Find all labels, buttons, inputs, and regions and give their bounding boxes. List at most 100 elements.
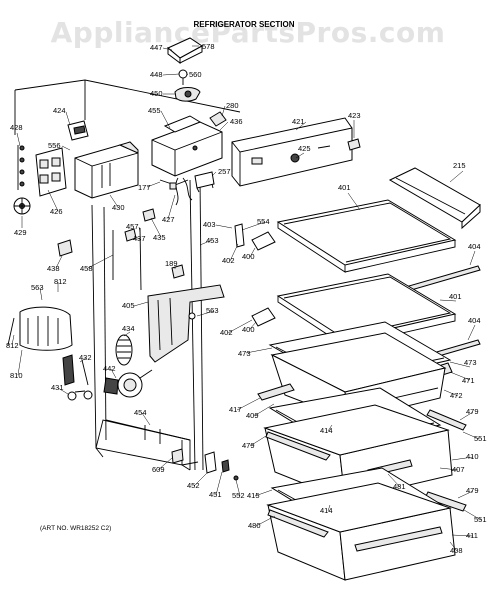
air-duct-405[interactable] <box>147 284 225 363</box>
callout-label[interactable]: 189 <box>165 259 178 268</box>
shelf-support-upper[interactable] <box>234 223 276 251</box>
callout-label[interactable]: 426 <box>50 207 63 216</box>
callout-label[interactable]: 455 <box>148 106 161 115</box>
callout-label[interactable]: 480 <box>248 521 261 530</box>
callout-label[interactable]: 551 <box>474 434 487 443</box>
callout-label[interactable]: 457 <box>126 222 139 231</box>
callout-label[interactable]: 215 <box>453 161 466 170</box>
callout-label[interactable]: 450 <box>150 89 163 98</box>
callout-label[interactable]: 410 <box>466 452 479 461</box>
callout-label[interactable]: 471 <box>462 376 475 385</box>
callout-label[interactable]: 479 <box>466 486 479 495</box>
light-socket-432[interactable] <box>62 354 75 386</box>
fan-blade-part-429[interactable] <box>13 197 31 215</box>
callout-label[interactable]: 560 <box>189 70 202 79</box>
callout-label[interactable]: 401 <box>338 183 351 192</box>
callout-label[interactable]: 451 <box>209 490 222 499</box>
callout-label[interactable]: 177 <box>138 183 151 192</box>
callout-label[interactable]: 427 <box>162 215 175 224</box>
drawer-rail-479-right[interactable] <box>426 409 467 431</box>
callout-label[interactable]: 428 <box>10 123 23 132</box>
heater-810[interactable] <box>7 306 73 351</box>
callout-label[interactable]: 424 <box>53 106 66 115</box>
callout-label[interactable]: 400 <box>242 252 255 261</box>
callout-label[interactable]: 414 <box>320 426 333 435</box>
crisper-pan-408[interactable] <box>266 482 456 581</box>
callout-label[interactable]: 280 <box>226 101 239 110</box>
bulb-part-431[interactable] <box>67 390 93 401</box>
vent-grille-434[interactable] <box>115 334 133 366</box>
callout-label[interactable]: 556 <box>48 141 61 150</box>
drawer-rail-417[interactable] <box>257 383 295 401</box>
door-bin-215[interactable] <box>388 167 481 230</box>
callout-label[interactable]: 405 <box>122 301 135 310</box>
callout-label[interactable]: 454 <box>134 408 147 417</box>
callout-label[interactable]: 402 <box>220 328 233 337</box>
callout-label[interactable]: 810 <box>10 371 23 380</box>
callout-label[interactable]: 401 <box>449 292 462 301</box>
screw-part-428[interactable] <box>17 145 25 190</box>
callout-label[interactable]: 436 <box>230 117 243 126</box>
callout-label[interactable]: 417 <box>229 405 242 414</box>
connector-part-437[interactable] <box>124 228 137 242</box>
hinge-parts[interactable] <box>204 451 239 481</box>
control-panel-421[interactable] <box>231 117 353 187</box>
switch-part-438[interactable] <box>57 239 73 257</box>
callout-label[interactable]: 423 <box>348 111 361 120</box>
callout-label[interactable]: 415 <box>247 491 260 500</box>
callout-label[interactable]: 414 <box>320 506 333 515</box>
callout-label[interactable]: 453 <box>206 236 219 245</box>
control-housing[interactable] <box>151 115 223 177</box>
callout-label[interactable]: 408 <box>450 546 463 555</box>
connector-part-435[interactable] <box>142 208 156 222</box>
callout-label[interactable]: 429 <box>14 228 27 237</box>
callout-label[interactable]: 473 <box>238 349 251 358</box>
callout-label[interactable]: 812 <box>6 341 19 350</box>
callout-label[interactable]: 452 <box>187 481 200 490</box>
fan-motor-442[interactable] <box>103 369 153 398</box>
thermostat-part-257[interactable] <box>194 171 215 193</box>
callout-label[interactable]: 438 <box>47 264 60 273</box>
callout-label[interactable]: 425 <box>298 144 311 153</box>
wire-harness[interactable] <box>159 177 193 206</box>
bracket-part-609[interactable] <box>171 448 184 464</box>
callout-label[interactable]: 400 <box>242 325 255 334</box>
callout-label[interactable]: 421 <box>292 117 305 126</box>
callout-label[interactable]: 563 <box>206 306 219 315</box>
glass-shelf-upper[interactable] <box>276 199 457 273</box>
callout-label[interactable]: 563 <box>31 283 44 292</box>
callout-label[interactable]: 448 <box>150 70 163 79</box>
callout-label[interactable]: 473 <box>464 358 477 367</box>
callout-label[interactable]: 442 <box>103 364 116 373</box>
watermark-text: AppliancePartsPros.com <box>51 16 446 49</box>
glass-shelf-lower[interactable] <box>276 273 457 347</box>
callout-label[interactable]: 434 <box>122 324 135 333</box>
callout-label[interactable]: 458 <box>80 264 93 273</box>
damper-assembly[interactable] <box>35 120 139 199</box>
callout-label[interactable]: 552 <box>232 491 245 500</box>
callout-label[interactable]: 257 <box>218 167 231 176</box>
callout-label[interactable]: 404 <box>468 242 481 251</box>
callout-label[interactable]: 447 <box>150 43 163 52</box>
control-knob-assembly[interactable] <box>167 37 203 102</box>
callout-label[interactable]: 812 <box>54 277 67 286</box>
callout-label[interactable]: 431 <box>51 383 64 392</box>
callout-label[interactable]: 432 <box>79 353 92 362</box>
callout-label[interactable]: 404 <box>468 316 481 325</box>
callout-label[interactable]: 407 <box>452 465 465 474</box>
callout-label[interactable]: 430 <box>112 203 125 212</box>
callout-label[interactable]: 578 <box>202 42 215 51</box>
callout-label[interactable]: 437 <box>133 234 146 243</box>
screw-part-423[interactable] <box>347 138 361 151</box>
callout-label[interactable]: 554 <box>257 217 270 226</box>
callout-label[interactable]: 479 <box>242 441 255 450</box>
callout-label[interactable]: 402 <box>222 256 235 265</box>
clip-part-280[interactable] <box>209 111 227 127</box>
callout-label[interactable]: 435 <box>153 233 166 242</box>
callout-label[interactable]: 403 <box>203 220 216 229</box>
callout-label[interactable]: 411 <box>466 531 478 540</box>
callout-label[interactable]: 479 <box>466 407 479 416</box>
callout-label[interactable]: 409 <box>246 411 259 420</box>
shelf-support-lower[interactable] <box>251 307 276 327</box>
